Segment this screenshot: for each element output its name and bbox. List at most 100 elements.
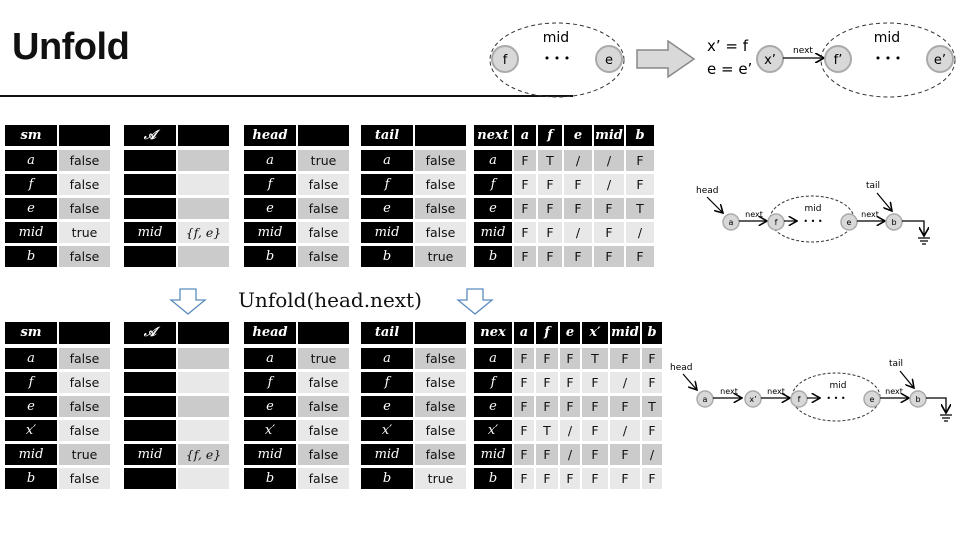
table-cell: {f, e} xyxy=(178,222,229,243)
table-cell: F xyxy=(564,198,592,219)
table-cell: true xyxy=(298,150,349,171)
table-header-cell: nex xyxy=(474,322,512,344)
row-label-cell: mid xyxy=(5,444,57,465)
row-label-cell xyxy=(124,198,176,219)
table-header-cell: mid xyxy=(610,322,640,344)
table-cell: false xyxy=(298,396,349,417)
row-label-cell: a xyxy=(474,348,512,369)
table-cell xyxy=(178,246,229,267)
table-cell: F xyxy=(514,420,534,441)
table-cell: T xyxy=(582,348,608,369)
node-e xyxy=(840,213,858,231)
table-cell: F xyxy=(514,444,534,465)
node-f-label: f xyxy=(775,218,778,227)
table-cell: F xyxy=(594,198,624,219)
table-cell: false xyxy=(298,222,349,243)
table-cell: false xyxy=(298,174,349,195)
table-cell: false xyxy=(415,174,466,195)
table-cell: false xyxy=(59,198,110,219)
node-f xyxy=(790,390,808,408)
table-cell: F xyxy=(642,372,662,393)
mid-label: mid xyxy=(543,30,569,46)
row-label-cell: e xyxy=(244,198,296,219)
row-label-cell: e xyxy=(361,198,413,219)
next-label: next xyxy=(720,387,738,396)
row-label-cell: f xyxy=(474,372,512,393)
row-label-cell: mid xyxy=(244,444,296,465)
table-cell: F xyxy=(514,396,534,417)
table-cell xyxy=(178,468,229,489)
table-cell: F xyxy=(582,420,608,441)
table-header-cell: next xyxy=(474,125,512,146)
mid-label: mid xyxy=(874,30,900,46)
null-ground-icon xyxy=(940,414,952,422)
table-cell: F xyxy=(626,150,654,171)
table-cell: F xyxy=(560,348,580,369)
table-header-cell: e xyxy=(560,322,580,344)
table-cell: F xyxy=(560,396,580,417)
row-label-cell: e xyxy=(361,396,413,417)
table-header-cell: sm xyxy=(5,322,57,344)
table-header-cell: mid xyxy=(594,125,624,146)
row-label-cell: b xyxy=(244,468,296,489)
table-cell: F xyxy=(560,468,580,489)
table-cell: F xyxy=(538,246,562,267)
row-label-cell: e xyxy=(474,396,512,417)
table-cell: F xyxy=(642,468,662,489)
table-header-cell: f xyxy=(538,125,562,146)
node-f-prime-label: f’ xyxy=(834,53,843,68)
table-cell: / xyxy=(610,372,640,393)
table-cell: false xyxy=(59,396,110,417)
table-header-cell: sm xyxy=(5,125,57,146)
table-cell: false xyxy=(59,468,110,489)
null-arrow xyxy=(902,220,924,236)
node-e-label: e xyxy=(605,53,613,68)
operation-label: Unfold(head.next) xyxy=(238,288,422,312)
table-header-cell: f xyxy=(536,322,558,344)
table-cell: false xyxy=(415,348,466,369)
node-a-label: a xyxy=(729,218,734,227)
node-f xyxy=(767,213,785,231)
table-cell xyxy=(178,150,229,171)
table-cell: F xyxy=(642,348,662,369)
next-label: next xyxy=(767,387,785,396)
title-underline xyxy=(0,95,573,97)
table-cell: true xyxy=(298,348,349,369)
table-cell: false xyxy=(59,174,110,195)
row-label-cell xyxy=(124,174,176,195)
table-cell: F xyxy=(642,420,662,441)
table-cell: F xyxy=(610,348,640,369)
table-cell: false xyxy=(298,420,349,441)
node-f-prime xyxy=(824,45,852,73)
row-label-cell: x′ xyxy=(474,420,512,441)
table-cell: F xyxy=(626,246,654,267)
mid-ellipse xyxy=(489,22,625,98)
table-cell: false xyxy=(415,396,466,417)
table-cell: / xyxy=(610,420,640,441)
node-b xyxy=(885,213,903,231)
node-e-prime-label: e’ xyxy=(934,53,946,68)
row-label-cell: x′ xyxy=(244,420,296,441)
row-label-cell: e xyxy=(5,198,57,219)
table-cell: false xyxy=(415,222,466,243)
node-a-label: a xyxy=(703,395,708,404)
row-label-cell xyxy=(124,396,176,417)
table-cell: F xyxy=(514,246,536,267)
table-cell: false xyxy=(415,444,466,465)
node-x xyxy=(756,45,784,73)
row-label-cell: a xyxy=(361,150,413,171)
table-header-cell xyxy=(298,322,349,344)
table-header-cell: 𝒜 xyxy=(124,322,176,344)
row-label-cell: mid xyxy=(474,222,512,243)
table-cell: F xyxy=(514,348,534,369)
table-cell: F xyxy=(514,222,536,243)
table-cell: F xyxy=(564,246,592,267)
table-cell: F xyxy=(560,372,580,393)
node-f-label: f xyxy=(798,395,801,404)
row-label-cell: e xyxy=(474,198,512,219)
row-label-cell: mid xyxy=(361,444,413,465)
tail-pointer-arrow xyxy=(876,192,892,211)
row-label-cell xyxy=(124,468,176,489)
row-label-cell: b xyxy=(361,468,413,489)
table-cell: false xyxy=(298,246,349,267)
